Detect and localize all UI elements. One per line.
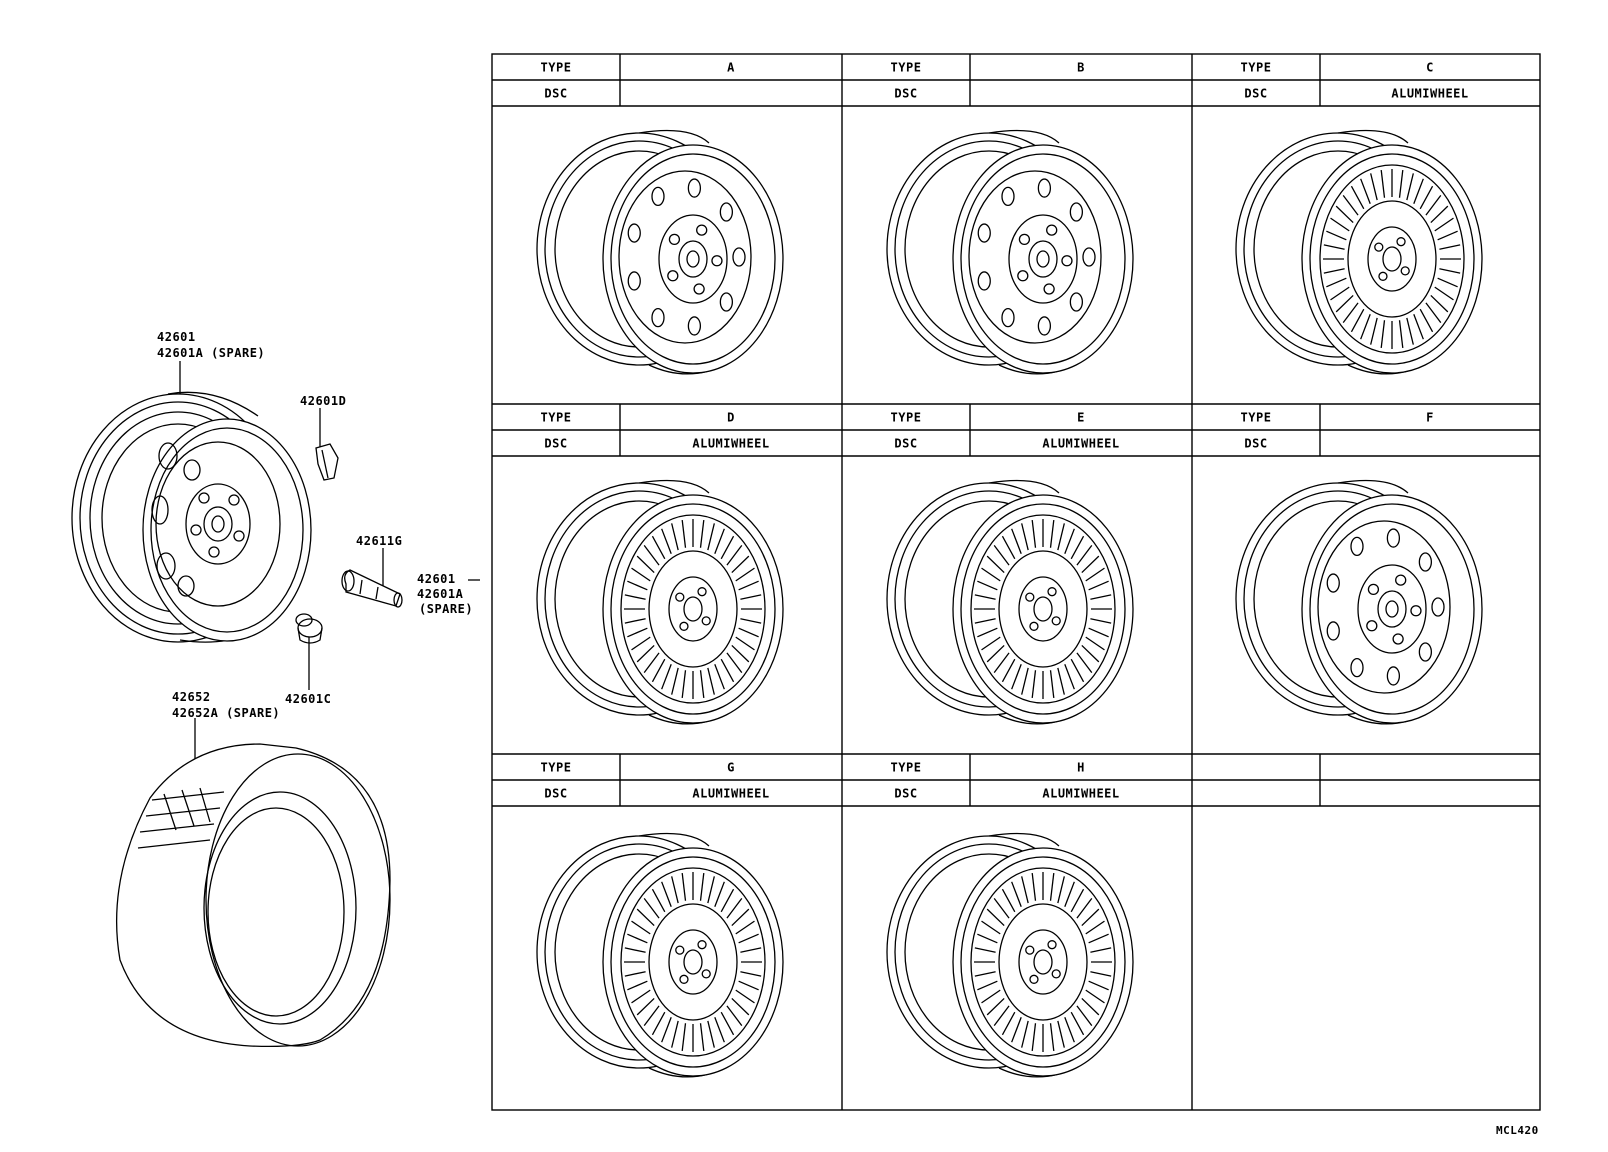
tire-drawing [116,743,391,1048]
type-label: TYPE [1241,61,1272,75]
table-frame [491,53,1541,1111]
wheel-type-b-drawing [886,129,1134,375]
tire-part-number: 42652 [172,690,211,704]
side-spare-label: (SPARE) [419,602,474,616]
valve-part-number: 42611G [356,534,403,548]
wheel-type-a-drawing [536,129,784,375]
type-value-h: H [1077,761,1085,775]
dsc-label: DSC [894,787,917,801]
dsc-label: DSC [1244,87,1267,101]
wheel-type-h-drawing [886,832,1134,1078]
wheel-type-f-drawing [1235,479,1483,725]
type-value-c: C [1426,61,1434,75]
type-value-a: A [727,61,735,75]
dsc-label: DSC [894,87,917,101]
type-value-f: F [1426,411,1434,425]
main-wheel-drawing [71,391,312,643]
dsc-value-h: ALUMIWHEEL [1042,787,1119,801]
dsc-label: DSC [894,437,917,451]
tire-spare-part-number: 42652A (SPARE) [172,706,281,720]
diagram-code: MCL420 [1496,1124,1539,1137]
dsc-label: DSC [544,787,567,801]
type-label: TYPE [541,61,572,75]
wheel-nut-drawing [295,613,323,644]
type-label: TYPE [891,761,922,775]
type-label: TYPE [1241,411,1272,425]
type-label: TYPE [891,411,922,425]
dsc-label: DSC [544,437,567,451]
wheel-nut-part-number: 42601C [285,692,332,706]
dsc-value-g: ALUMIWHEEL [692,787,769,801]
dsc-label: DSC [544,87,567,101]
wheel-part-number: 42601 [157,330,196,344]
side-part-number: 42601 [417,572,456,586]
wheel-drawings [536,129,1483,1078]
balance-weight-drawing [315,443,339,481]
type-value-b: B [1077,61,1085,75]
wheel-type-c-drawing [1235,129,1483,375]
type-label: TYPE [541,761,572,775]
type-label: TYPE [541,411,572,425]
type-value-e: E [1077,411,1085,425]
left-parts-group [71,361,480,1048]
dsc-value-c: ALUMIWHEEL [1391,87,1468,101]
type-value-g: G [727,761,735,775]
wheel-spare-part-number: 42601A (SPARE) [157,346,266,360]
dsc-value-e: ALUMIWHEEL [1042,437,1119,451]
wheel-type-e-drawing [886,479,1134,725]
balance-weight-part-number: 42601D [300,394,347,408]
type-label: TYPE [891,61,922,75]
side-part-number-a: 42601A [417,587,464,601]
valve-stem-drawing [341,569,403,608]
wheel-type-g-drawing [536,832,784,1078]
dsc-value-d: ALUMIWHEEL [692,437,769,451]
dsc-label: DSC [1244,437,1267,451]
type-value-d: D [727,411,735,425]
wheel-type-table: TYPE DSC A TYPE DSC B TYPE DSC C ALUMIWHEEL TYPE DS… [491,53,1541,1111]
wheel-type-d-drawing [536,479,784,725]
